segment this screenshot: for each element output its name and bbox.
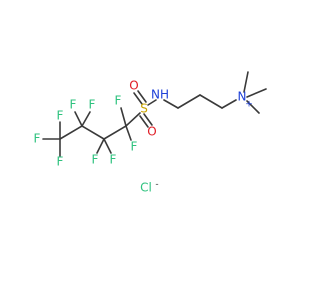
f-c3-right: F: [110, 153, 117, 167]
chloride-ion: Cl -: [140, 180, 158, 195]
f-c1-up: F: [57, 109, 64, 123]
bond-s-o-top-1: [133, 92, 143, 105]
bond-n-c5: [163, 99, 179, 109]
bond-nplus-me3: [246, 100, 260, 114]
f-c4-right: F: [131, 140, 138, 154]
amine-nh: NH: [151, 88, 169, 102]
f-c3-left: F: [92, 153, 99, 167]
bond-c7-nplus: [221, 99, 237, 109]
bond-c4-f-right: [125, 125, 132, 141]
bond-c3-f-left: [96, 138, 105, 154]
bond-c5-c6: [177, 94, 201, 109]
f-c2-right: F: [89, 98, 96, 112]
bond-c3-f-right: [103, 138, 112, 154]
bond-c4-f-left: [120, 107, 127, 127]
f-c1-down: F: [57, 155, 64, 169]
chloride-charge: -: [155, 180, 158, 190]
sulfur-atom: S: [140, 102, 148, 116]
bond-c2-c3: [81, 125, 105, 140]
bond-c1-c2: [59, 125, 83, 140]
oxygen-bottom: O: [147, 125, 156, 139]
bond-c2-f-right: [81, 111, 91, 127]
bond-nplus-me2: [246, 88, 267, 98]
quaternary-ammonium: N +: [238, 90, 253, 110]
bond-c3-c4: [103, 125, 127, 140]
f-c2-left: F: [70, 98, 77, 112]
fluorine-atoms: F F F F F F F F F: [34, 94, 138, 169]
ammonium-nitrogen: N: [238, 90, 247, 104]
f-c1-left: F: [34, 132, 41, 146]
molecule-structure: F F F F F F F F F S O O NH N + Cl -: [34, 71, 267, 195]
bond-c4-s: [125, 112, 141, 127]
bonds: [42, 71, 267, 157]
f-c4-left: F: [115, 94, 122, 108]
bond-c2-f-left: [74, 111, 83, 127]
bond-s-o-bottom-2: [143, 113, 153, 126]
oxygen-top: O: [129, 79, 138, 93]
sulfonyl-group: S O O: [129, 79, 156, 139]
bond-nplus-me1: [243, 71, 249, 93]
molecule-canvas: F F F F F F F F F S O O NH N + Cl -: [33, 71, 267, 195]
chloride-atom: Cl: [140, 181, 152, 195]
bond-s-o-bottom-1: [139, 115, 149, 128]
ammonium-charge: +: [245, 100, 253, 110]
bond-c6-c7: [199, 94, 223, 109]
bond-s-n: [147, 99, 157, 106]
bond-s-o-top-2: [137, 90, 147, 103]
